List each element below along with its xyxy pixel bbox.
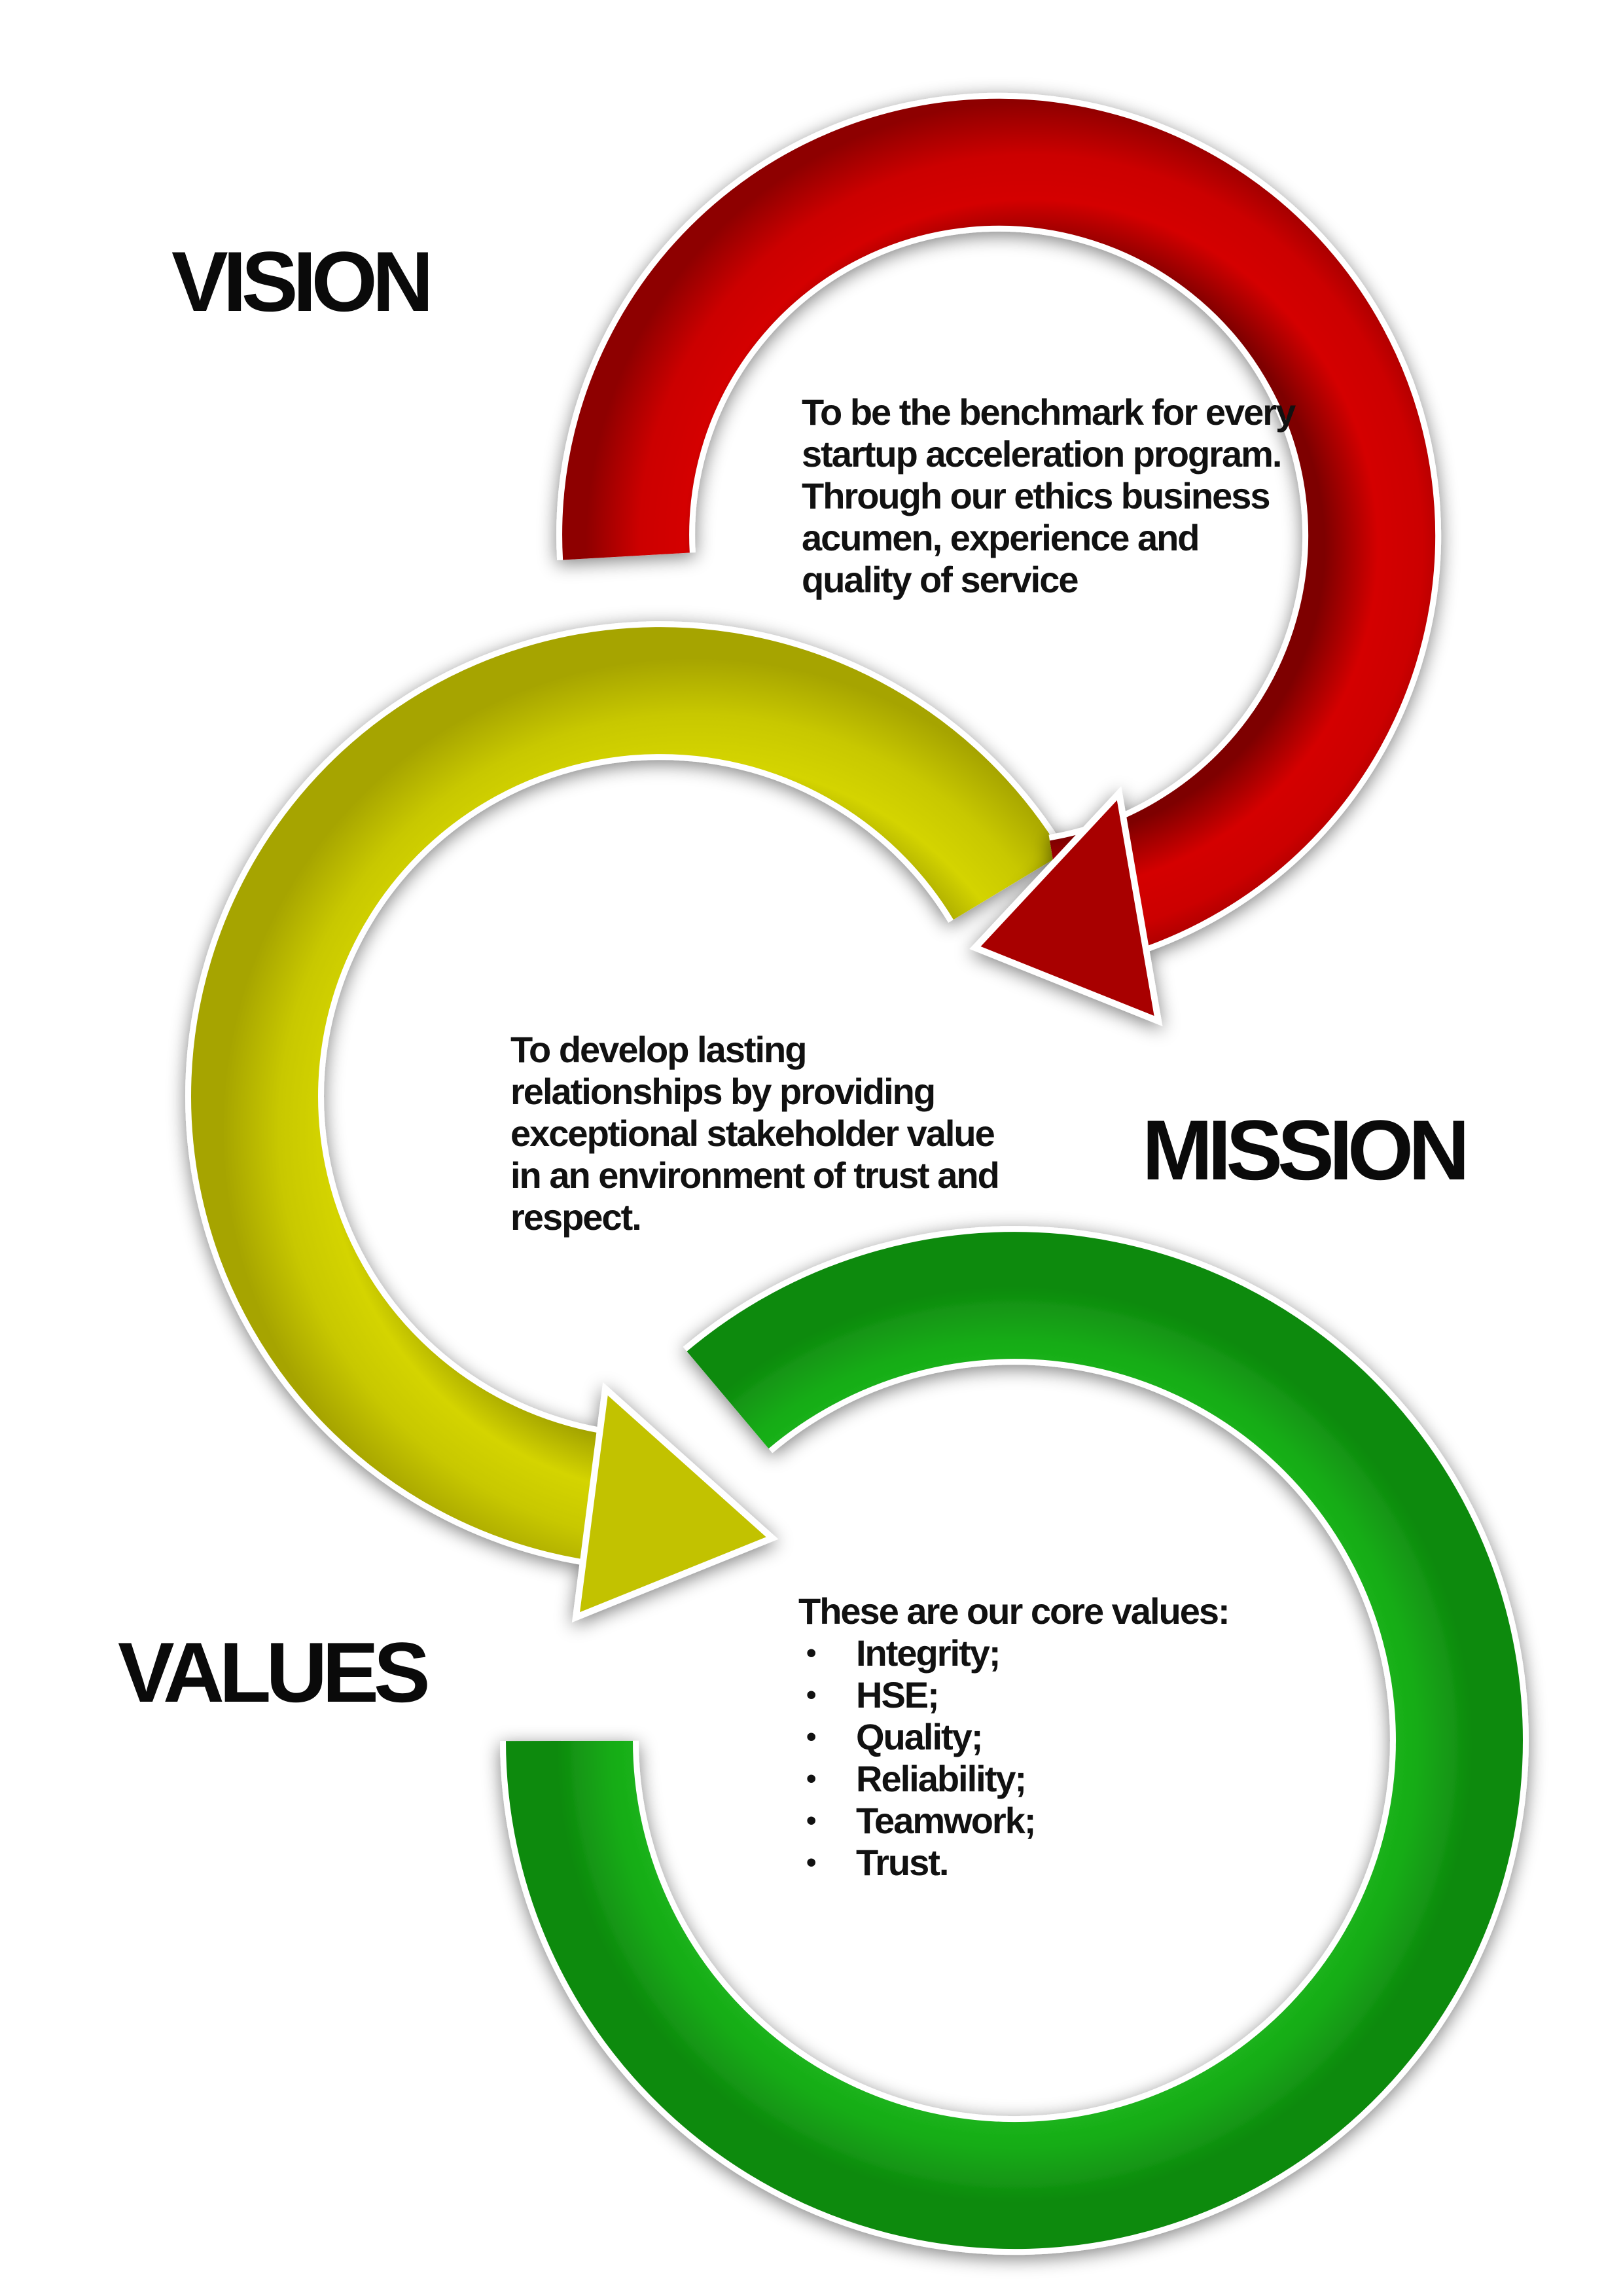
value-label: Reliability; bbox=[856, 1758, 1027, 1799]
value-item: • Integrity; bbox=[798, 1632, 1335, 1674]
values-statement: These are our core values: • Integrity; •… bbox=[798, 1590, 1335, 1884]
vision-statement: To be the benchmark for every startup ac… bbox=[802, 391, 1296, 600]
mission-statement: To develop lasting relationships by prov… bbox=[510, 1029, 1000, 1238]
vision-arrow-ring bbox=[556, 92, 1442, 1026]
values-heading: VALUES bbox=[118, 1624, 431, 1720]
bullet-icon: • bbox=[806, 1846, 816, 1878]
value-item: • HSE; bbox=[798, 1674, 1335, 1716]
mission-arc-fill bbox=[191, 627, 1062, 1566]
mission-heading: MISSION bbox=[1142, 1102, 1470, 1198]
bullet-icon: • bbox=[806, 1721, 816, 1753]
value-label: Integrity; bbox=[856, 1632, 1001, 1674]
values-arc-fill bbox=[506, 1232, 1523, 2250]
value-item: • Teamwork; bbox=[798, 1800, 1335, 1842]
value-item: • Quality; bbox=[798, 1716, 1335, 1758]
value-item: • Reliability; bbox=[798, 1758, 1335, 1800]
values-arrow-ring bbox=[500, 1226, 1529, 2255]
value-label: Trust. bbox=[856, 1842, 949, 1883]
vision-arrowhead bbox=[969, 786, 1163, 1026]
mission-arrowhead bbox=[571, 1382, 779, 1623]
bullet-icon: • bbox=[806, 1804, 816, 1837]
value-item: • Trust. bbox=[798, 1842, 1335, 1884]
bullet-icon: • bbox=[806, 1637, 816, 1669]
vision-heading: VISION bbox=[171, 234, 434, 329]
value-label: Teamwork; bbox=[856, 1800, 1036, 1841]
mission-arrow-ring bbox=[185, 621, 1067, 1623]
values-intro: These are our core values: bbox=[798, 1590, 1230, 1632]
bullet-icon: • bbox=[806, 1679, 816, 1711]
value-label: Quality; bbox=[856, 1716, 983, 1757]
vision-arc-fill bbox=[562, 98, 1436, 966]
values-list: • Integrity; • HSE; • Quality; • Reliability… bbox=[798, 1632, 1335, 1884]
bullet-icon: • bbox=[806, 1763, 816, 1795]
value-label: HSE; bbox=[856, 1674, 940, 1715]
